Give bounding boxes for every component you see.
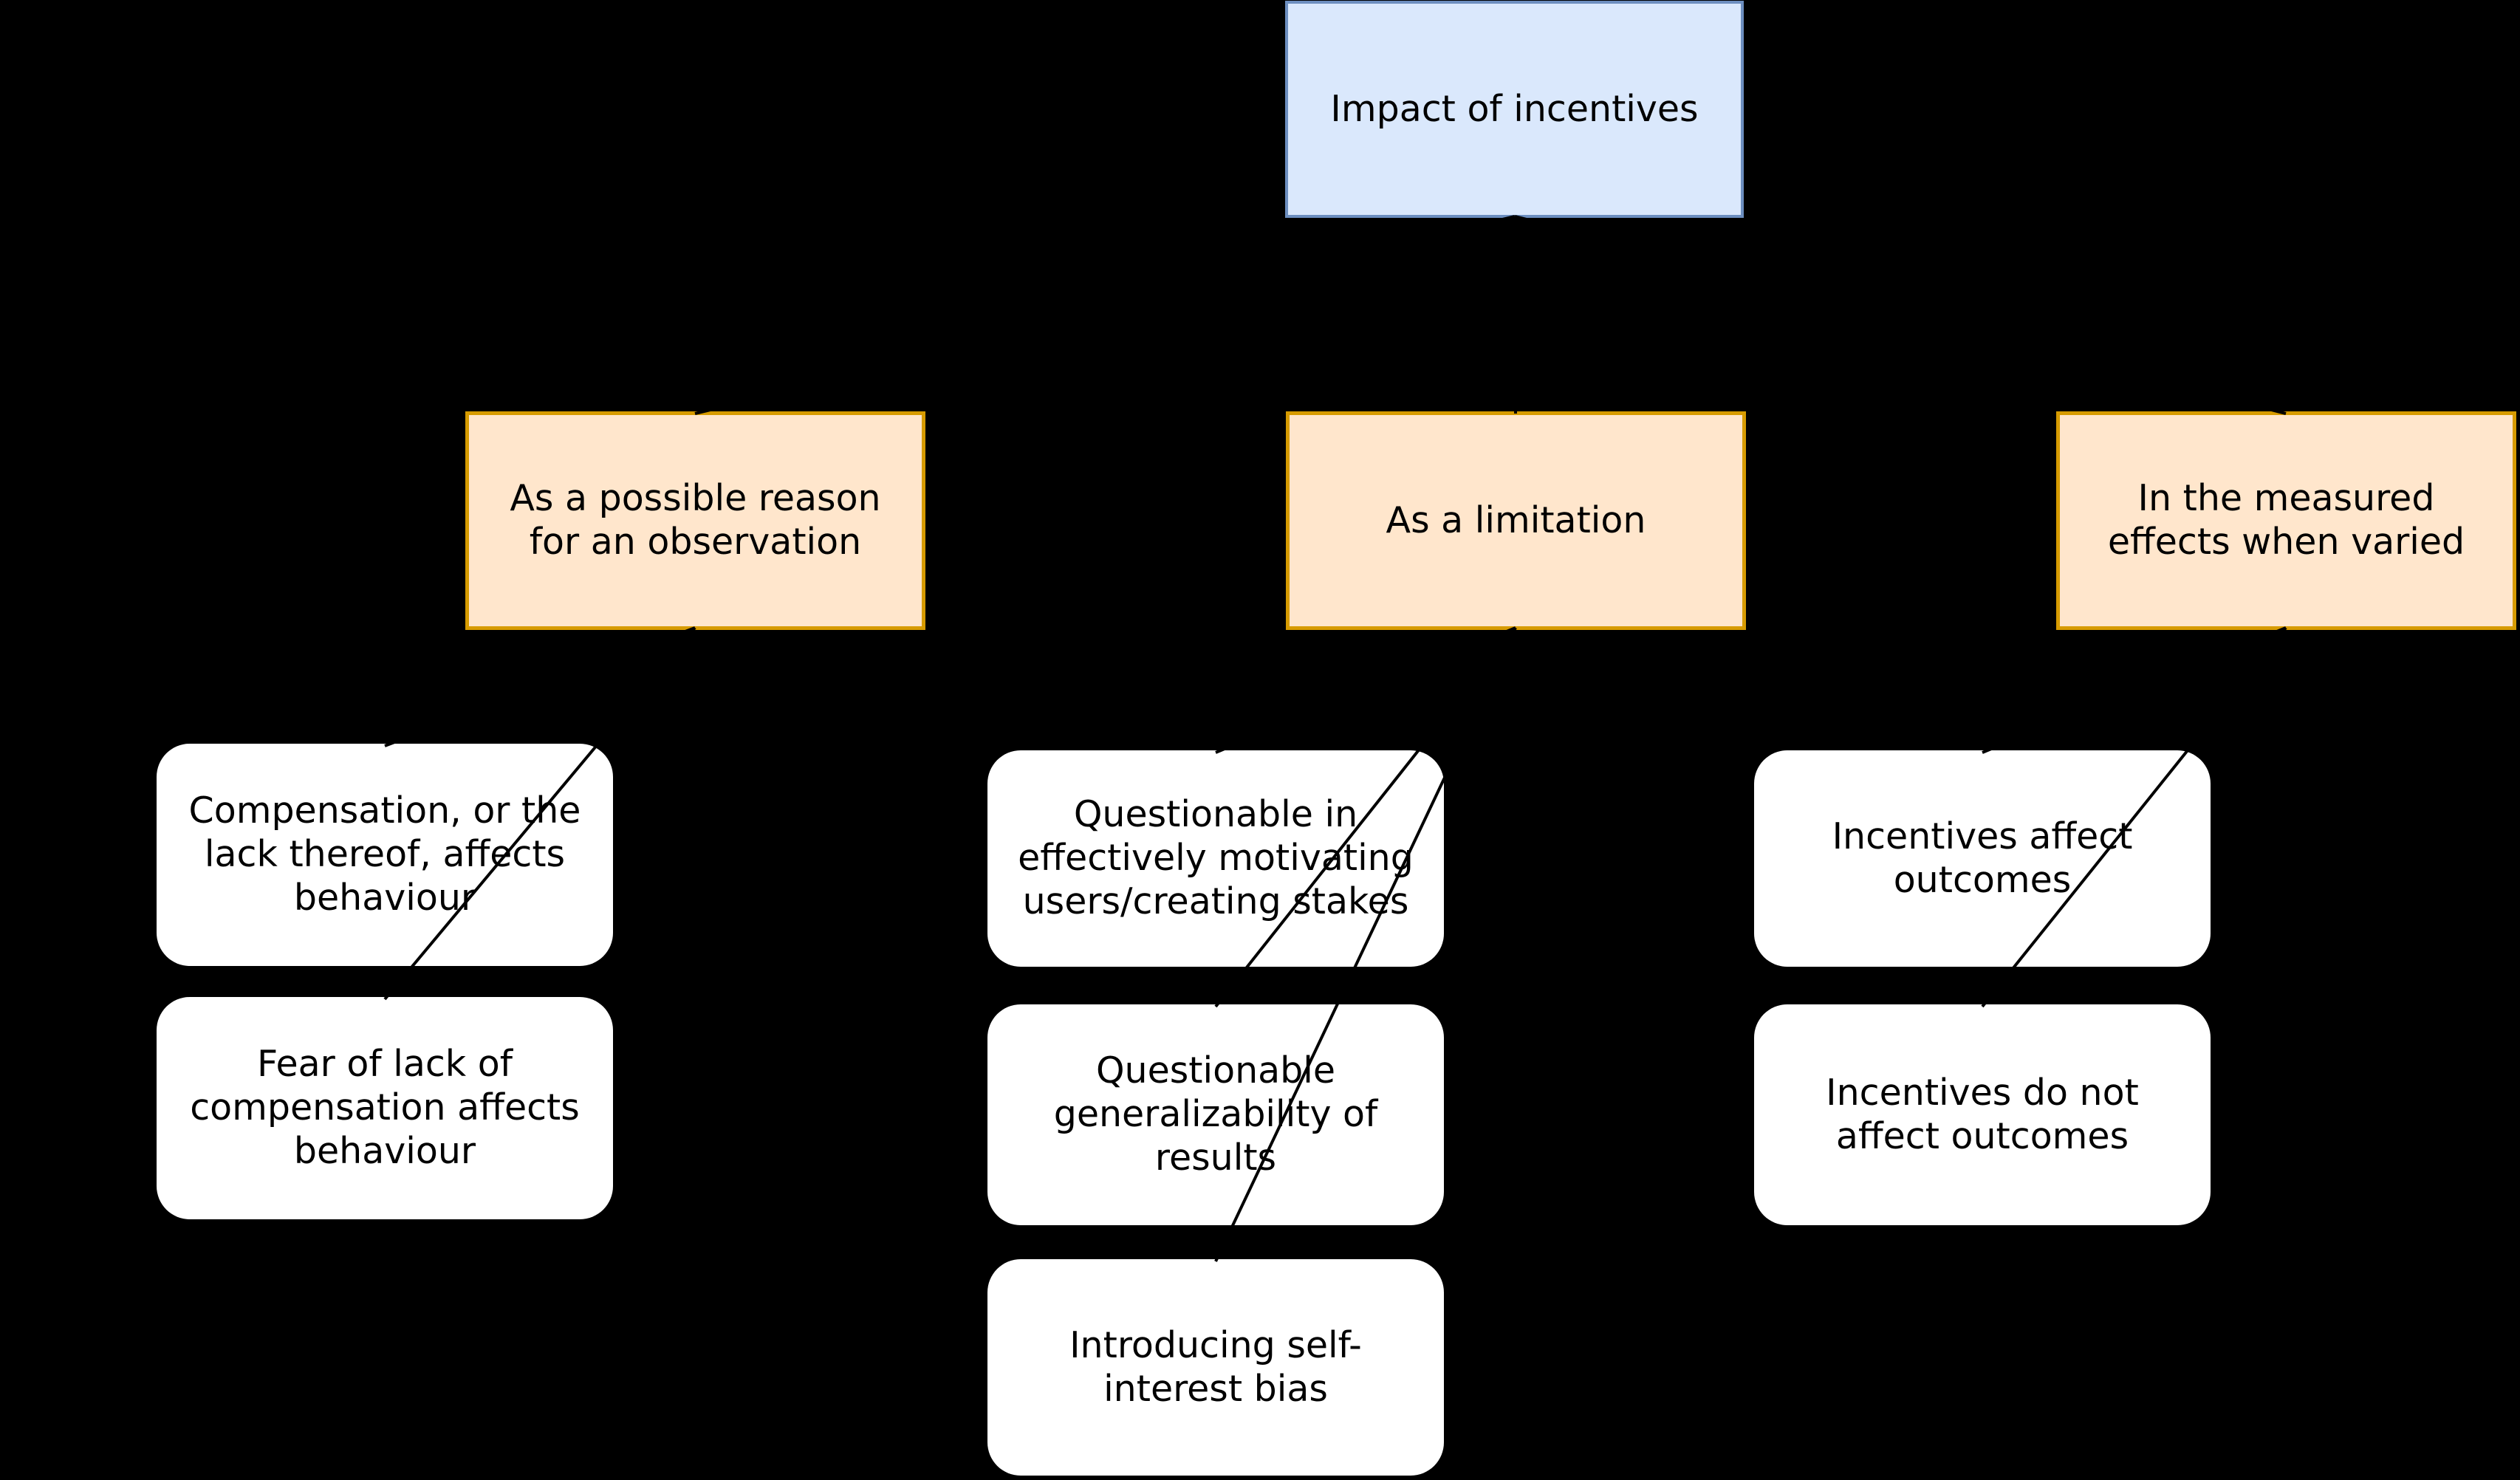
connector: [1513, 216, 1517, 414]
node-label: Incentives do not affect outcomes: [1826, 1071, 2139, 1157]
node-incentives-do-not-affect-outcomes: Incentives do not affect outcomes: [1754, 1004, 2211, 1225]
node-label: In the measured effects when varied: [2107, 477, 2465, 563]
connector: [1514, 215, 2287, 415]
node-label: Incentives affect outcomes: [1832, 815, 2133, 901]
node-questionable-generalizability: Questionable generalizability of results: [987, 1004, 1444, 1225]
node-label: Compensation, or the lack thereof, affec…: [188, 789, 581, 919]
node-as-a-possible-reason: As a possible reason for an observation: [465, 411, 925, 630]
connector: [384, 626, 696, 747]
connector: [1982, 626, 2287, 754]
connector: [694, 215, 1516, 415]
node-label: As a possible reason for an observation: [510, 477, 881, 563]
connector: [1215, 626, 1516, 754]
node-introducing-self-interest-bias: Introducing self- interest bias: [987, 1259, 1444, 1476]
node-as-a-limitation: As a limitation: [1286, 411, 1746, 630]
node-label: Impact of incentives: [1330, 87, 1699, 130]
node-fear-of-lack-of-compensation: Fear of lack of compensation affects beh…: [157, 997, 613, 1219]
node-questionable-motivating-users: Questionable in effectively motivating u…: [987, 750, 1444, 967]
node-label: Questionable in effectively motivating u…: [1018, 793, 1414, 922]
node-label: Introducing self- interest bias: [1069, 1323, 1362, 1410]
node-label: As a limitation: [1386, 499, 1646, 541]
node-compensation-affects-behaviour: Compensation, or the lack thereof, affec…: [157, 744, 613, 966]
node-incentives-affect-outcomes: Incentives affect outcomes: [1754, 750, 2211, 967]
node-in-the-measured-effects: In the measured effects when varied: [2056, 411, 2516, 630]
node-label: Fear of lack of compensation affects beh…: [190, 1043, 580, 1172]
node-label: Questionable generalizability of results: [1053, 1049, 1378, 1179]
node-impact-of-incentives: Impact of incentives: [1285, 1, 1744, 218]
